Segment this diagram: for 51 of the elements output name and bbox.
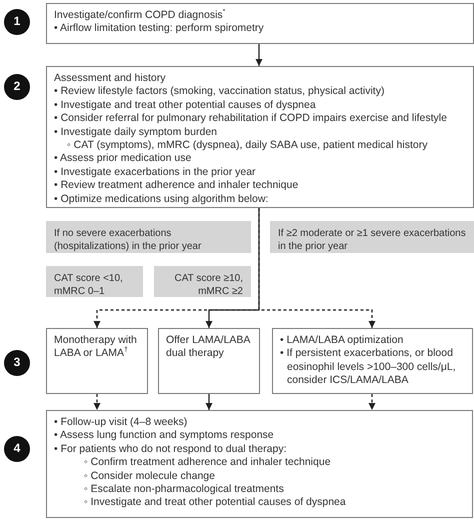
heading-text: Assessment and history [54,72,166,86]
arrow [256,44,262,66]
condition-text: CAT score ≥10, mMRC ≥2 [174,272,243,298]
bullet-item: • Assess prior medication use [54,152,192,166]
bullet-item: ◦ Escalate non-pharmacological treatments [83,483,285,496]
process-box [46,410,473,518]
dashed-arrow [258,208,376,328]
process-box [46,328,148,394]
bullet-item: ◦ Investigate and treat other potential causes of dyspnea [83,496,347,510]
heading-text: Monotherapy with LABA or LAMA$^{†}$ [54,334,138,361]
process-box [158,328,260,394]
step-number: 3 [14,356,20,370]
process-box [46,66,474,208]
bullet-item: • Investigate daily symptom burden [54,126,218,140]
dashed-arrow [368,394,376,410]
process-box [272,328,473,394]
step-number: 4 [14,442,20,456]
condition-text: If ≥2 moderate or ≥1 severe exacerbations in the prior year [278,227,466,253]
condition-box [46,266,143,297]
arrow [206,208,260,328]
arrow [206,394,212,410]
bullet-item: • Follow-up visit (4–8 weeks) [54,416,188,430]
bullet-item: • Consider referral for pulmonary rehabilitation if COPD impairs exercise and lifestyle [54,112,448,126]
bullet-item: • Investigate exacerbations in the prior year [54,166,257,180]
process-box [46,3,474,44]
bullet-item: • Review treatment adherence and inhaler technique [54,179,300,193]
step-number-circle [4,9,30,35]
step-number-circle [4,436,30,462]
bullet-item: ◦ CAT (symptoms), mMRC (dyspnea), daily SABA use, patient medical history [66,139,428,152]
step-number: 1 [14,15,20,29]
bullet-item: • For patients who do not respond to dual therapy: [54,442,288,456]
condition-box [46,221,251,253]
heading-text: Investigate/confirm COPD diagnosis$^{*}$ [54,9,226,22]
bullet-item: • Optimize medications using algorithm below: [54,192,270,206]
condition-box [154,266,251,297]
bullet-item: • Airflow limitation testing: perform spirometry [54,22,265,36]
bullet-item: ◦ Consider molecule change [83,470,216,484]
bullet-item: • If persistent exacerbations, or blood eosinophil levels >100–300 cells/μL, consider ICS/LAMA/LABA [280,347,457,388]
heading-text: Offer LAMA/LABA dual therapy [166,334,252,361]
dashed-arrow [94,394,100,410]
step-number-circle [4,350,30,376]
bullet-item: ◦ Confirm treatment adherence and inhaler technique [83,456,332,470]
step-number: 2 [14,80,20,94]
bullet-item: • Investigate and treat other potential causes of dyspnea [54,98,317,112]
bullet-item: • Review lifestyle factors (smoking, vaccination status, physical activity) [54,85,386,99]
condition-text: CAT score <10, mMRC 0–1 [54,272,124,298]
bullet-item: • LAMA/LABA optimization [280,334,404,348]
step-number-circle [4,74,30,100]
condition-box [270,221,474,253]
condition-text: If no severe exacerbations (hospitalizations) in the prior year [54,227,202,253]
bullet-item: • Assess lung function and symptoms response [54,429,275,443]
